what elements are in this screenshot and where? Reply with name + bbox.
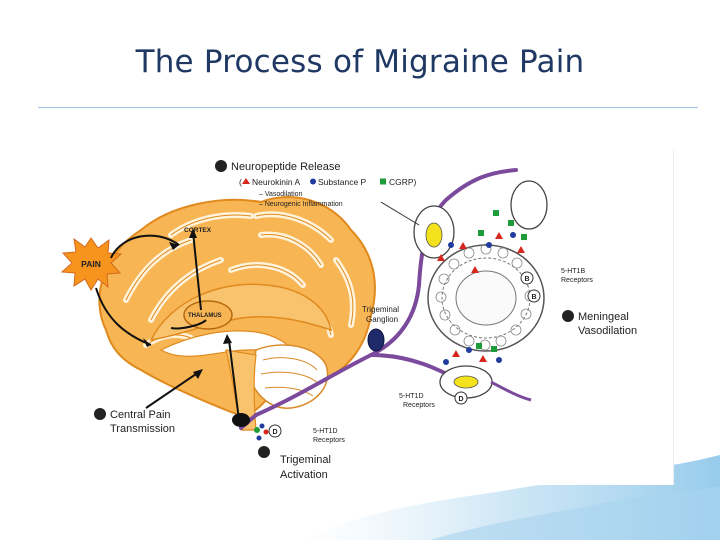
receptor-1d-top-sub: Receptors [403,402,435,409]
migraine-diagram: PAIN CORTEX THALAMUS [51,150,674,485]
legend-substance-p: Substance P [318,177,367,187]
legend-neurokinin: Neurokinin A [252,177,301,187]
receptor-badge-d2 [268,424,282,438]
step-3-line2: Vasodilation [578,325,637,337]
receptor-1b-sub: Receptors [561,277,593,284]
receptor-1b-label: 5-HT1B [561,268,585,275]
nerve-terminal-right [510,180,548,230]
step-3-number: 3 [565,312,570,322]
blood-vessel [427,243,545,352]
neuropeptide-particles [437,210,527,365]
trigeminal-ganglion-node [367,328,385,352]
pain-arrows [95,231,240,421]
thalamus-label: THALAMUS [188,313,222,319]
nerve-branch [490,380,532,402]
step-4-marker [94,408,106,420]
cgrp-icon [380,178,386,185]
pain-label: PAIN [81,259,101,269]
ganglion-label-1: Trigeminal [362,305,399,314]
step-3-line1: Meningeal [578,311,629,323]
ganglion-label-2: Ganglion [366,315,398,324]
step-2-marker [215,160,227,172]
legend-cgrp: CGRP) [389,177,417,187]
receptor-d-label: D [272,429,277,436]
leader-line [145,371,200,409]
substance-p-icon [310,178,316,185]
receptor-d-label: D [458,396,463,403]
nerve-ending-cluster [232,413,269,441]
legend-paren: ( [239,177,242,187]
step-4-line1: Central Pain [110,409,171,421]
effect-vasodilation: – Vasodilation [259,191,303,198]
receptor-b-label: B [524,276,529,283]
arrow-head [193,369,203,379]
step-1-marker [258,446,270,458]
step-4-number: 4 [97,410,102,420]
step-2-number: 2 [218,162,223,172]
step-3-marker [562,310,574,322]
step-1-number: 1 [261,448,266,458]
step-1-line1: Trigeminal [280,454,331,466]
receptor-b-label: B [531,294,536,301]
cortex-label: CORTEX [184,227,212,234]
receptor-badge-d1 [454,391,468,405]
slide-title: The Process of Migraine Pain [135,44,585,80]
nerve-terminal-bottom [439,365,493,399]
step-1-line2: Activation [280,469,328,481]
neurokinin-icon [242,178,250,184]
nerve-terminal-top [413,205,455,259]
arrow-heads [143,228,232,347]
diagram-canvas: PAIN CORTEX THALAMUS [60,160,637,481]
receptor-badge-b2 [527,289,541,303]
title-divider [38,107,698,108]
receptor-1d-bottom-label: 5-HT1D [313,428,338,435]
effect-neurogenic-inflammation: – Neurogenic Inflammation [259,201,343,208]
receptor-1d-bottom-sub: Receptors [313,437,345,444]
receptor-badge-b1 [520,271,534,285]
leader-line [380,201,420,226]
brain-illustration [98,196,376,431]
step-4-line2: Transmission [110,423,175,435]
step-2-title: Neuropeptide Release [231,161,340,173]
receptor-1d-top-label: 5-HT1D [399,393,424,400]
